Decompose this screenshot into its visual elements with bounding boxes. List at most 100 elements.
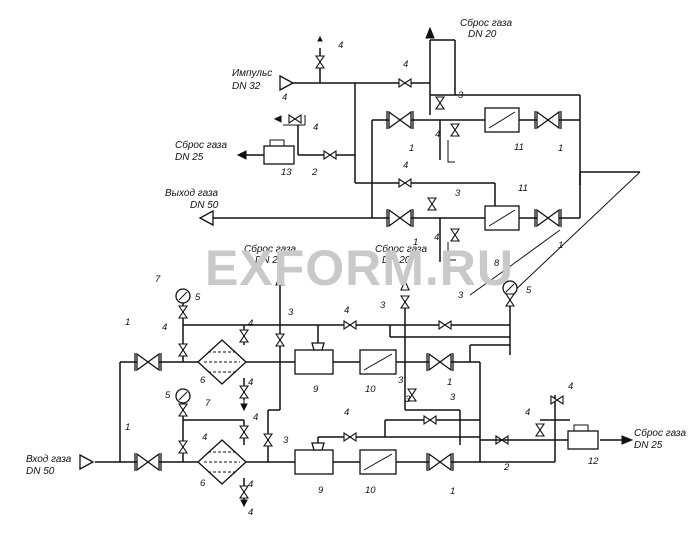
vent-mid1-label: Сброс газа [244,243,296,255]
item-number: 3 [458,90,464,101]
vent-arrow-icon [236,150,247,160]
top-unit-equipment [199,26,562,242]
regulator-valve-2 [323,150,337,160]
outlet-label: Выход газа [165,188,218,199]
item-number: 9 [318,485,324,496]
item-number: 1 [558,143,563,154]
item-number: 4 [344,407,349,418]
gate-valve [426,452,454,472]
item-number: 3 [458,290,464,301]
item-number: 4 [248,479,253,490]
ball-valve [343,320,357,330]
vent-arrow-icon [425,26,435,39]
inlet-label: Вход газа [26,454,72,465]
vent-arrow-icon [273,115,282,123]
ball-valve [239,329,249,343]
ball-valve [398,78,412,88]
item-number: 4 [248,377,253,388]
item-number: 12 [588,456,599,467]
item-number: 1 [413,237,418,248]
item-number: 4 [313,122,318,133]
vent-top-dn: DN 20 [468,29,497,40]
three-way-valve-5 [178,305,188,319]
item-number: 3 [288,307,294,318]
ball-valve [239,385,249,399]
item-number: 5 [526,285,532,296]
ball-valve [288,114,302,124]
gate-valve [386,110,414,130]
item-number: 4 [338,40,343,51]
regulator-9 [294,349,334,375]
meter-10 [359,449,397,475]
ball-valve [343,432,357,442]
ball-valve [435,96,445,110]
vent-mid1-dn: DN 20 [255,255,284,266]
ball-valve [550,395,564,405]
item-number: 10 [365,384,376,395]
item-number: 5 [195,292,201,303]
gate-valve [134,352,162,372]
item-number: 7 [205,398,211,409]
vent-right-label: Сброс газа [634,427,686,439]
meter-11 [484,205,520,231]
bottom-equipment [79,275,634,508]
ball-valve [178,440,188,454]
item-number: 7 [155,274,161,285]
gate-valve [426,352,454,372]
gate-valve [534,208,562,228]
item-number: 3 [283,435,289,446]
regulator-9 [294,449,334,475]
gate-valve [386,208,414,228]
item-number: 1 [447,377,452,388]
item-number: 4 [344,305,349,316]
impulse-arrow-icon [279,75,294,91]
ball-valve [398,178,412,188]
item-number: 4 [525,407,530,418]
item-number: 13 [281,167,292,178]
item-number: 3 [450,392,456,403]
lower-bottom-pipework [95,362,625,500]
ball-valve-3 [275,333,285,347]
vent-top-label: Сброс газа [460,17,512,29]
vent-arrow-icon [317,35,323,42]
item-number: 5 [165,390,171,401]
item-number: 4 [282,92,287,103]
item-number: 4 [202,432,207,443]
item-number: 1 [450,486,455,497]
item-number: 4 [248,507,253,518]
ball-valve [450,123,460,137]
item-numbers: 4 4 3 4 4 1 4 11 1 4 13 2 3 11 4 1 1 7 5… [125,40,599,518]
item-number: 3 [405,394,411,405]
ball-valve [178,343,188,357]
ball-valve [535,423,545,437]
item-number: 8 [494,258,500,269]
regulator-12 [567,430,599,450]
regulator-13 [263,145,295,165]
vent-mid2-label: Сброс газа [375,243,427,255]
vent-arrow-icon [621,435,634,445]
item-number: 1 [558,240,563,251]
item-number: 1 [409,143,414,154]
ball-valve-3 [263,433,273,447]
ball-valve [239,425,249,439]
watermark: EXFORM.RU [205,240,514,296]
item-number: 3 [398,375,404,386]
gate-valve [134,452,162,472]
item-number: 4 [403,59,408,70]
vent-mid2-dn: DN 20 [382,255,411,266]
item-number: 4 [434,232,439,243]
item-number: 3 [380,300,386,311]
vent-right-dn: DN 25 [634,440,663,451]
ball-valve-3 [438,320,452,330]
ball-valve-3 [400,295,410,309]
item-number: 1 [125,317,130,328]
ball-valve [239,485,249,499]
flow-labels: Сброс газа DN 20 Импульс DN 32 Сброс газ… [26,17,686,477]
outlet-dn: DN 50 [190,200,219,211]
three-way-valve-5 [178,403,188,417]
item-number: 4 [435,129,440,140]
item-number: 4 [568,381,573,392]
item-number: 1 [125,422,130,433]
ball-valve [427,197,437,211]
